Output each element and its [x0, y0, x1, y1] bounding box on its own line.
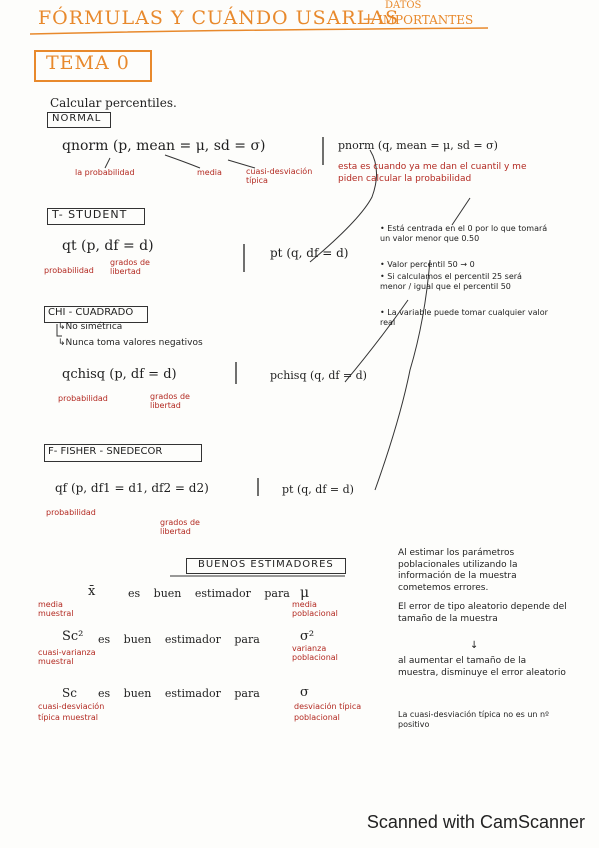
header-datos: DATOS — [385, 0, 422, 11]
normal-box — [47, 112, 111, 128]
tema-box — [34, 50, 152, 82]
intro-text: Calcular percentiles. — [50, 96, 177, 110]
pchisq-formula: pchisq (q, df = d) — [270, 369, 367, 382]
note-3: • Si calculamos el percentil 25 será men… — [380, 272, 522, 291]
pnorm-note: esta es cuando ya me dan el cuantil y me… — [338, 162, 527, 184]
normal-label: NORMAL — [52, 113, 102, 124]
est-row1-left: media muestral — [38, 600, 74, 619]
est-row1-text: es buen estimador para — [128, 587, 290, 600]
note-4: • La variable puede tomar cualquier valo… — [380, 308, 548, 327]
chi-prob: probabilidad — [58, 394, 108, 403]
chi-grados: grados de libertad — [150, 392, 190, 411]
student-prob: probabilidad — [44, 266, 94, 275]
student-label: T- STUDENT — [52, 208, 128, 221]
header-importantes: IMPORTANTES — [378, 13, 474, 27]
side-note-2: El error de tipo aleatorio depende del t… — [398, 602, 567, 624]
est-row2-target: σ² — [300, 629, 315, 644]
side-note-3: al aumentar el tamaño de la muestra, dis… — [398, 656, 566, 678]
chi-no-simetrica: ↳No simétrica — [58, 322, 123, 332]
note-2: • Valor percentil 50 → 0 — [380, 260, 475, 269]
qchisq-formula: qchisq (p, df = d) — [62, 367, 177, 382]
qnorm-formula: qnorm (p, mean = μ, sd = σ) — [62, 138, 266, 154]
student-grados: grados de libertad — [110, 258, 150, 277]
tema-label: TEMA 0 — [46, 52, 130, 74]
pt-formula: pt (q, df = d) — [270, 246, 349, 260]
est-row3-target: σ — [300, 685, 309, 700]
est-row1-right: media poblacional — [292, 600, 338, 619]
normal-prob: la probabilidad — [75, 168, 135, 177]
fisher-prob: probabilidad — [46, 508, 96, 517]
chi-box — [44, 306, 148, 323]
note-1: • Está centrada en el 0 por lo que tomar… — [380, 224, 548, 243]
qt-formula: qt (p, df = d) — [62, 238, 154, 254]
side-note-4: La cuasi-desviación típica no es un nº p… — [398, 710, 549, 730]
fisher-grados: grados de libertad — [160, 518, 200, 537]
fisher-pt-formula: pt (q, df = d) — [282, 483, 354, 496]
est-row3-right: desviación típica poblacional — [294, 702, 362, 722]
pnorm-formula: pnorm (q, mean = μ, sd = σ) — [338, 139, 498, 152]
fisher-box — [44, 444, 202, 462]
fisher-label: F- FISHER - SNEDECOR — [48, 446, 163, 457]
camscanner-footer: Scanned with CamScanner — [366, 812, 585, 832]
side-note-1: Al estimar los parámetros poblacionales … — [398, 548, 518, 594]
side-arrow: ↓ — [470, 640, 479, 651]
est-row3-text: es buen estimador para — [98, 687, 260, 700]
chi-nunca: ↳Nunca toma valores negativos — [58, 338, 203, 348]
est-row2-left: cuasi-varianza muestral — [38, 648, 96, 667]
est-row3-sym: Sc — [62, 686, 77, 700]
est-row2-text: es buen estimador para — [98, 633, 260, 646]
page-title: FÓRMULAS Y CUÁNDO USARLAS — [38, 7, 400, 29]
normal-media: media — [197, 168, 222, 177]
normal-cuasi: cuasi-desviación típica — [246, 167, 313, 186]
student-box — [47, 208, 145, 225]
estimadores-box — [186, 558, 346, 574]
est-row1-sym: x̄ — [88, 584, 96, 599]
est-row2-right: varianza poblacional — [292, 644, 338, 663]
qf-formula: qf (p, df1 = d1, df2 = d2) — [55, 481, 209, 495]
estimadores-label: BUENOS ESTIMADORES — [198, 559, 334, 570]
header-plus: + — [362, 9, 376, 28]
est-row1-target: μ — [300, 585, 310, 601]
est-row2-sym: Sc² — [62, 629, 84, 644]
est-row3-left: cuasi-desviación típica muestral — [38, 702, 105, 722]
chi-label: CHI - CUADRADO — [48, 307, 134, 318]
